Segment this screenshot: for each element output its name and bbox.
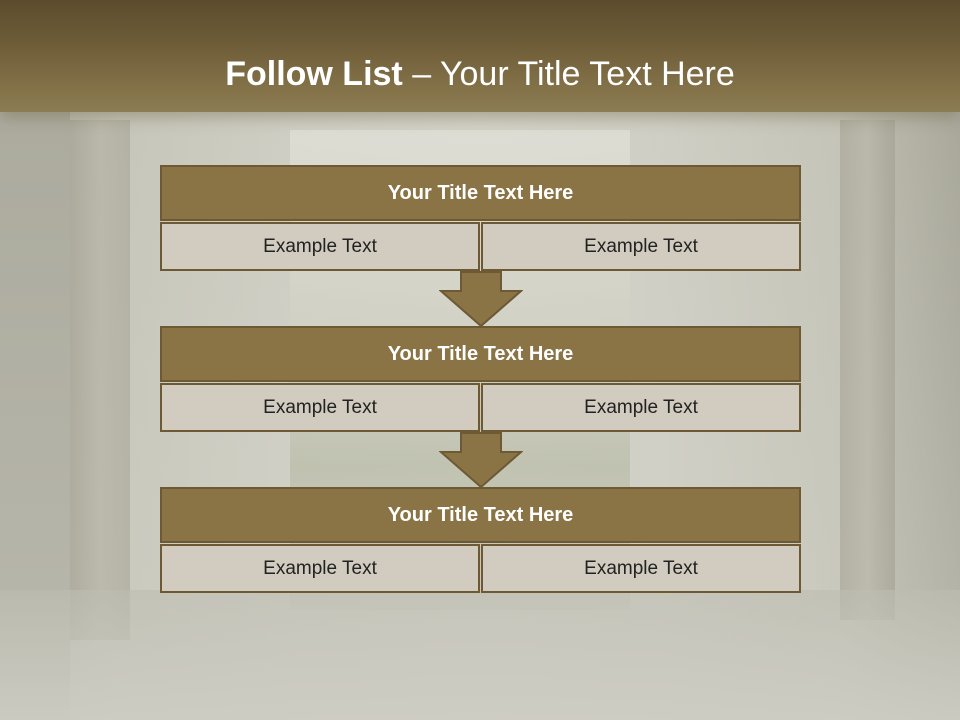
block-row: Example Text Example Text: [160, 544, 801, 593]
block-row: Example Text Example Text: [160, 222, 801, 271]
block-cell-right: Example Text: [481, 383, 801, 432]
slide-title-rest: – Your Title Text Here: [402, 55, 735, 93]
block-cell-left: Example Text: [160, 383, 480, 432]
list-block-2: Your Title Text Here Example Text Exampl…: [160, 326, 801, 432]
block-title: Your Title Text Here: [160, 487, 801, 543]
slide-title-bold: Follow List: [225, 55, 403, 93]
background-window-frame-right: [840, 120, 895, 620]
background-floor: [0, 590, 960, 720]
list-block-3: Your Title Text Here Example Text Exampl…: [160, 487, 801, 593]
down-arrow-icon: [439, 271, 523, 327]
block-cell-left: Example Text: [160, 544, 480, 593]
block-title: Your Title Text Here: [160, 165, 801, 221]
slide-title: Follow List – Your Title Text Here: [0, 52, 960, 96]
block-cell-right: Example Text: [481, 544, 801, 593]
down-arrow-icon: [439, 432, 523, 488]
block-cell-right: Example Text: [481, 222, 801, 271]
block-cell-left: Example Text: [160, 222, 480, 271]
title-bar: Follow List – Your Title Text Here: [0, 0, 960, 112]
block-row: Example Text Example Text: [160, 383, 801, 432]
block-title: Your Title Text Here: [160, 326, 801, 382]
background-window-frame-left: [70, 120, 130, 640]
list-block-1: Your Title Text Here Example Text Exampl…: [160, 165, 801, 271]
